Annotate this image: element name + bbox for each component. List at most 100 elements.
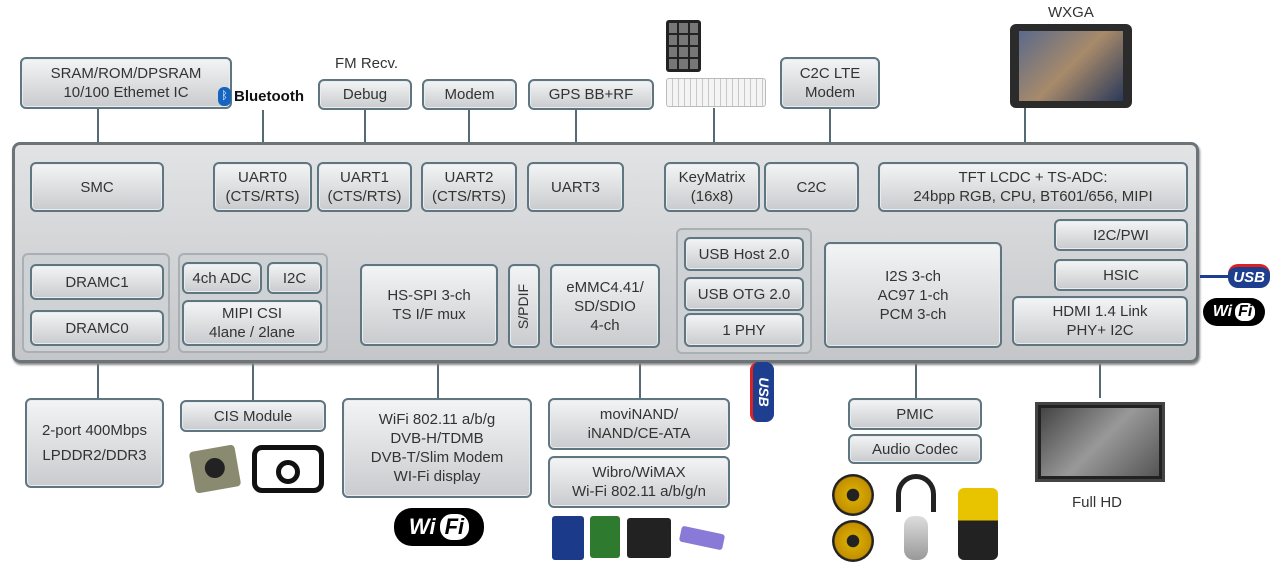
connector [829,108,831,162]
c2c-block: C2C [764,162,859,212]
audio-codec-block: Audio Codec [848,434,982,464]
usb-host-block: USB Host 2.0 [684,237,804,271]
modem-block: Modem [422,79,517,110]
phy-block: 1 PHY [684,313,804,347]
wifi-logo-text: Fi [439,514,470,540]
connector [262,110,264,162]
block-label: PCM 3-ch [879,305,947,323]
connector [364,110,366,162]
block-label: I2S 3-ch [885,267,941,285]
dramc0-block: DRAMC0 [30,310,164,346]
block-label: 4-ch [590,316,620,334]
usb-logo-text: USB [1228,264,1270,288]
uart0-block: UART0 (CTS/RTS) [213,162,312,212]
pmic-block: PMIC [848,398,982,430]
adc-block: 4ch ADC [182,262,262,294]
block-label: PMIC [896,405,934,423]
battery-icon [958,488,998,560]
block-label: (CTS/RTS) [225,188,300,205]
bluetooth-icon: ᛒ [218,87,231,106]
block-label: iNAND/CE-ATA [587,425,691,442]
speaker-icon [832,520,874,562]
block-label: UART1 [340,169,389,186]
speaker-icon [832,474,874,516]
bluetooth-logo: ᛒ Bluetooth [218,87,304,106]
sram-ethernet-block: SRAM/ROM/DPSRAM 10/100 Ethemet IC [20,57,232,109]
connector [97,108,99,162]
c2c-lte-modem-block: C2C LTE Modem [780,57,880,109]
camera-module-image [188,444,242,494]
block-label: 10/100 Ethemet IC [63,84,189,101]
block-label: WI-Fi display [393,468,481,485]
headphones-icon [896,474,936,512]
block-label: UART2 [444,169,494,186]
wifi-logo-text: Wi [408,514,436,539]
block-label: moviNAND/ [599,406,679,423]
dramc1-block: DRAMC1 [30,264,164,300]
block-label: TFT LCDC + TS-ADC: [958,169,1108,186]
hsic-block: HSIC [1054,259,1188,291]
block-label: Wibro/WiMAX [592,464,686,481]
block-label: SMC [80,178,114,196]
block-label: HSIC [1103,266,1139,284]
block-label: I2C/PWI [1093,226,1149,244]
block-label: C2C LTE [799,65,861,82]
block-label: SRAM/ROM/DPSRAM [50,65,202,82]
usb-vertical-logo: USB [750,362,774,422]
movinand-block: moviNAND/iNAND/CE-ATA [548,398,730,450]
block-label: 24bpp RGB, CPU, BT601/656, MIPI [913,188,1153,205]
block-label: S/PDIF [515,283,532,329]
keypad-image [666,20,701,72]
connector [437,346,439,398]
block-label: UART3 [551,178,600,196]
block-label: HDMI 1.4 Link [1052,303,1148,320]
debug-block: Debug [318,79,412,110]
block-label: MIPI CSI [221,305,282,322]
microphone-icon [904,516,928,560]
connector [252,352,254,400]
xd-card-image [627,518,671,558]
uart2-block: UART2(CTS/RTS) [421,162,517,212]
connector [915,348,917,398]
block-label: PHY+ I2C [1066,322,1134,339]
block-label: USB Host 2.0 [698,245,790,263]
block-label: (CTS/RTS) [327,188,402,205]
i2c-block: I2C [267,262,322,294]
block-label: 1 PHY [722,321,766,339]
block-label: CIS Module [213,407,293,425]
wxga-label: WXGA [1048,4,1094,21]
block-label: HS-SPI 3-ch [387,287,471,304]
connector [1024,108,1026,142]
uart1-block: UART1 (CTS/RTS) [317,162,412,212]
sd-card-image [590,516,620,558]
block-label: (16x8) [690,188,734,205]
bluetooth-text: Bluetooth [234,88,304,105]
tv-image [1035,402,1165,482]
block-label: DRAMC0 [65,319,129,337]
block-label: I2C [282,269,307,287]
block-label: LPDDR2/DDR3 [42,447,147,464]
tablet-image [1010,24,1132,108]
block-label: AC97 1-ch [877,286,949,304]
block-label: UART0 [238,169,287,186]
block-label: Wi-Fi 802.11 a/b/g/n [572,483,706,500]
block-label: DVB-H/TDMB [390,430,484,447]
mipi-csi-block: MIPI CSI 4lane / 2lane [182,300,322,346]
cis-module-block: CIS Module [180,400,326,432]
usb-logo: USB [1200,263,1270,289]
full-hd-label: Full HD [1072,494,1123,511]
i2c-pwi-block: I2C/PWI [1054,219,1188,251]
sd-card-image [552,516,584,560]
block-label: 4lane / 2lane [209,324,295,341]
connector [639,348,641,398]
block-label: GPS BB+RF [548,86,634,103]
gps-block: GPS BB+RF [528,79,654,110]
connector [97,362,99,398]
camera-icon [252,445,324,493]
block-label: Audio Codec [872,440,958,458]
